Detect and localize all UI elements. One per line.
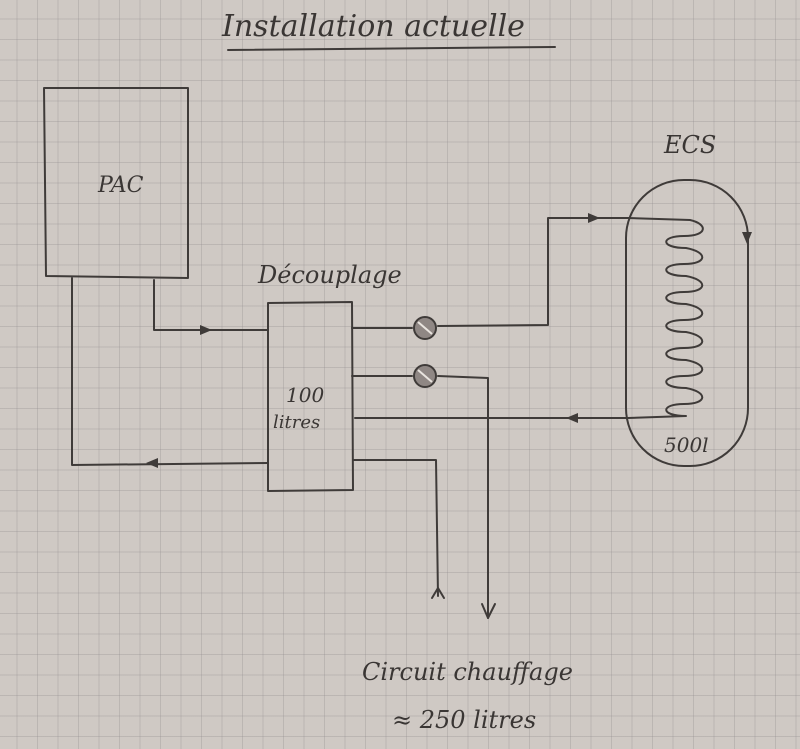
heating-circuit-label: Circuit chauffage <box>362 658 573 686</box>
heating-pump-icon <box>413 364 437 388</box>
decoupling-tank <box>267 301 354 492</box>
ecs-volume-label: 500l <box>664 433 709 457</box>
heating-supply-pipe <box>437 375 489 619</box>
pac-supply-pipe <box>153 279 269 331</box>
ecs-supply-pipe <box>437 217 629 327</box>
heating-volume-label: ≈ 250 litres <box>392 706 536 734</box>
diagram-title: Installation actuelle <box>221 9 525 44</box>
title-underline <box>227 46 556 51</box>
heating-supply-arrow-icon <box>481 603 496 619</box>
ecs-return-arrow-icon <box>566 413 578 423</box>
ecs-supply-arrow-icon <box>588 213 600 223</box>
decoupling-label: Découplage <box>257 261 402 289</box>
tank-volume-label: 100 <box>286 383 324 407</box>
tank-unit-label: litres <box>273 412 320 433</box>
pac-return-arrow-icon <box>146 458 158 468</box>
pac-return-pipe <box>71 277 269 466</box>
pac-label: PAC <box>97 173 144 198</box>
pac-box <box>43 87 189 279</box>
pac-supply-arrow-icon <box>200 325 212 335</box>
ecs-pump-icon <box>413 316 437 340</box>
ecs-side-mark-icon <box>742 232 752 244</box>
ecs-label: ECS <box>663 131 716 159</box>
heating-return-pipe <box>352 459 439 597</box>
heating-return-arrow-icon <box>431 587 445 599</box>
ecs-heat-coil <box>627 217 704 419</box>
ecs-tank <box>625 179 749 467</box>
